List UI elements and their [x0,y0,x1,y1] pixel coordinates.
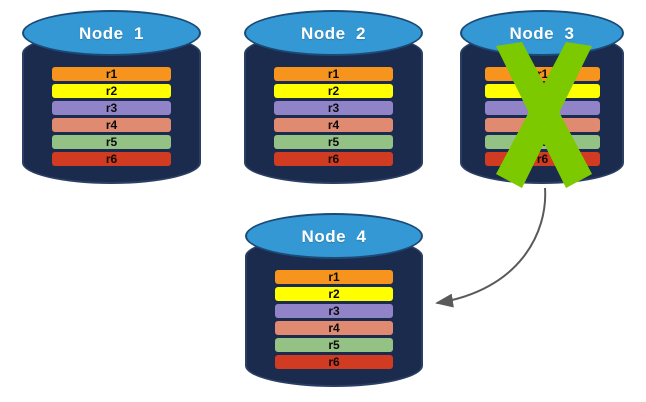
row-r6: r6 [485,152,600,166]
row-r3: r3 [52,101,171,115]
row-r6: r6 [52,152,171,166]
node-1-rows: r1 r2 r3 r4 r5 r6 [52,67,171,166]
row-r5: r5 [275,338,393,352]
row-r2: r2 [485,84,600,98]
node-1-cylinder-top [22,10,201,56]
node-2[interactable]: Node 2 r1 r2 r3 r4 r5 r6 [244,10,423,185]
node-4-cylinder-top [245,213,423,259]
node-2-label: Node 2 [301,24,366,43]
node-1[interactable]: Node 1 r1 r2 r3 r4 r5 r6 [22,10,201,185]
row-r1: r1 [52,67,171,81]
row-r6: r6 [275,355,393,369]
row-r3: r3 [485,101,600,115]
node-4-label: Node 4 [301,227,367,246]
row-r3: r3 [275,304,393,318]
row-r5: r5 [274,135,393,149]
row-r5: r5 [485,135,600,149]
row-r2: r2 [274,84,393,98]
row-r4: r4 [485,118,600,132]
row-r4: r4 [52,118,171,132]
row-r2: r2 [275,287,393,301]
row-r3: r3 [274,101,393,115]
row-r2: r2 [52,84,171,98]
node-3-rows: r1 r2 r3 r4 r5 r6 [485,67,600,166]
node-3-label: Node 3 [509,24,575,43]
row-r1: r1 [485,67,600,81]
node-3[interactable]: Node 3 r1 r2 r3 r4 r5 r6 [460,10,624,188]
row-r4: r4 [275,321,393,335]
row-r1: r1 [275,270,393,284]
row-r4: r4 [274,118,393,132]
node-1-label: Node 1 [79,24,144,43]
node-4[interactable]: Node 4 r1 r2 r3 r4 r5 r6 [245,213,423,388]
row-r1: r1 [274,67,393,81]
row-r6: r6 [274,152,393,166]
row-r5: r5 [52,135,171,149]
node-4-rows: r1 r2 r3 r4 r5 r6 [275,270,393,369]
node-2-cylinder-top [244,10,423,56]
node-2-rows: r1 r2 r3 r4 r5 r6 [274,67,393,166]
